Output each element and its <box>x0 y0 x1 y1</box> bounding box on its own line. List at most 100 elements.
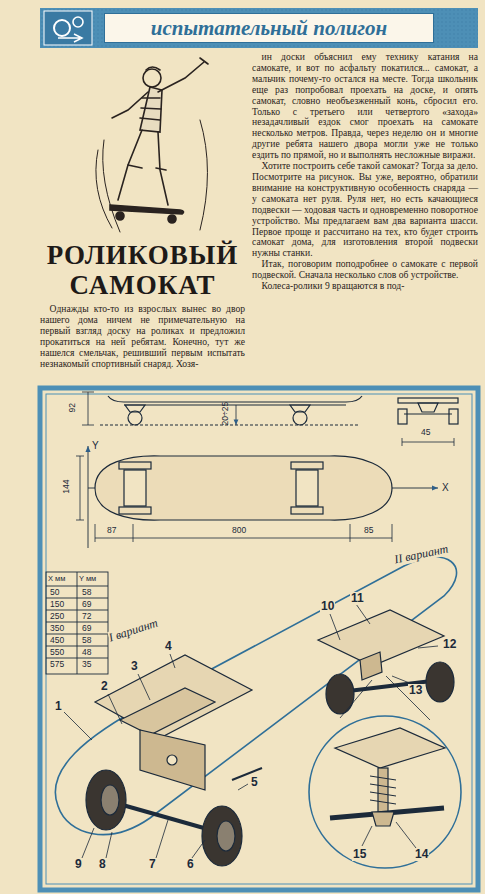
leader-lines <box>330 604 438 684</box>
skater-figure <box>168 215 176 223</box>
dimension: 92 <box>68 403 77 412</box>
table-cell: 350 <box>50 624 64 633</box>
table-cell: 58 <box>82 588 91 597</box>
truck-variant-2 <box>318 610 454 714</box>
skater-figure <box>143 69 161 87</box>
table-cell: 550 <box>50 648 64 657</box>
callout-number: 7 <box>148 858 157 871</box>
truck-variant-2 <box>426 662 454 702</box>
callout-number: 11 <box>350 592 365 605</box>
table-header: Y мм <box>79 575 96 583</box>
front-view <box>449 409 458 424</box>
truck-variant-1 <box>120 688 215 735</box>
front-view <box>398 398 458 403</box>
table-cell: 450 <box>50 636 64 645</box>
dimension: 144 <box>62 480 71 494</box>
detail-magnifier <box>309 676 461 868</box>
dimension: 20÷25 <box>221 402 230 426</box>
callout-number: 12 <box>442 638 457 651</box>
skater-figure <box>128 165 166 170</box>
table-cell: 150 <box>50 600 64 609</box>
header-band <box>40 8 478 48</box>
callout-number: 13 <box>408 684 423 697</box>
dimension: 87 <box>107 526 116 535</box>
drawing-frame <box>46 394 472 884</box>
top-view <box>95 524 392 542</box>
truck-variant-2 <box>326 674 354 714</box>
header-band <box>40 8 478 48</box>
table-cell: 35 <box>82 660 91 669</box>
callout-number: 4 <box>164 640 173 653</box>
article-text: Колеса-ролики 9 вращаются в под- <box>252 281 478 292</box>
skater-figure <box>96 120 208 232</box>
table-cell: 69 <box>82 600 91 609</box>
callout-number: 15 <box>352 848 367 861</box>
side-view <box>108 396 362 402</box>
side-view <box>82 392 94 425</box>
header-band <box>58 34 82 42</box>
detail-magnifier <box>362 822 416 848</box>
detail-magnifier <box>340 676 430 720</box>
detail-magnifier <box>335 728 445 768</box>
callout-number: 1 <box>54 700 63 713</box>
table-header: X мм <box>48 575 65 583</box>
skater-figure <box>140 87 162 132</box>
truck-variant-1 <box>202 806 242 866</box>
top-view <box>291 507 323 514</box>
dimension: 45 <box>421 428 430 437</box>
axis-label: X <box>442 482 449 493</box>
top-view <box>296 470 318 506</box>
callout-number: 3 <box>130 660 139 673</box>
section-heading: испытательный полигон <box>105 16 433 40</box>
leader-lines <box>64 654 175 740</box>
table-cell: 72 <box>82 612 91 621</box>
table-cell: 50 <box>50 588 59 597</box>
side-view <box>125 405 310 412</box>
header-box: испытательный полигон <box>104 13 434 43</box>
coordinate-table <box>46 572 108 674</box>
callout-number: 14 <box>414 848 429 861</box>
front-view <box>398 398 458 446</box>
front-view <box>402 438 454 446</box>
top-view <box>119 462 151 469</box>
detail-magnifier <box>378 768 388 812</box>
article-text: Однажды кто-то из взрослых вынес во двор… <box>40 304 245 369</box>
detail-magnifier <box>309 716 461 868</box>
skater-figure <box>146 67 160 70</box>
table-cell: 58 <box>82 636 91 645</box>
table-cell: 250 <box>50 612 64 621</box>
truck-variant-1 <box>86 770 126 830</box>
leader-lines <box>82 784 248 858</box>
skater-figure <box>116 212 124 220</box>
top-view <box>95 456 392 520</box>
top-view <box>88 446 89 548</box>
side-view <box>128 411 142 425</box>
dimension: 800 <box>232 526 246 535</box>
top-view <box>76 456 84 520</box>
front-view <box>398 409 407 424</box>
callout-number: 9 <box>74 858 83 871</box>
skater-figure <box>96 58 208 232</box>
detail-magnifier <box>372 812 394 826</box>
header-band <box>40 8 478 48</box>
axis-label: Y <box>92 440 99 451</box>
front-view <box>404 403 452 414</box>
table-cell: 48 <box>82 648 91 657</box>
dimension: 85 <box>364 526 373 535</box>
drawing-frame <box>40 388 478 890</box>
side-view <box>124 404 346 405</box>
truck-variant-1 <box>95 655 252 738</box>
truck-variant-2 <box>360 652 382 680</box>
article-text: Хотите построить себе такой самокат? Тог… <box>252 161 478 259</box>
detail-magnifier <box>370 776 396 804</box>
skater-figure <box>158 58 208 92</box>
skater-figure <box>112 92 148 118</box>
top-view <box>124 470 146 506</box>
header-band <box>73 17 83 27</box>
truck-variant-1 <box>217 821 235 851</box>
skater-figure <box>118 130 168 205</box>
leader-lines <box>64 604 438 858</box>
coordinate-table <box>46 572 108 674</box>
side-view <box>236 405 237 425</box>
